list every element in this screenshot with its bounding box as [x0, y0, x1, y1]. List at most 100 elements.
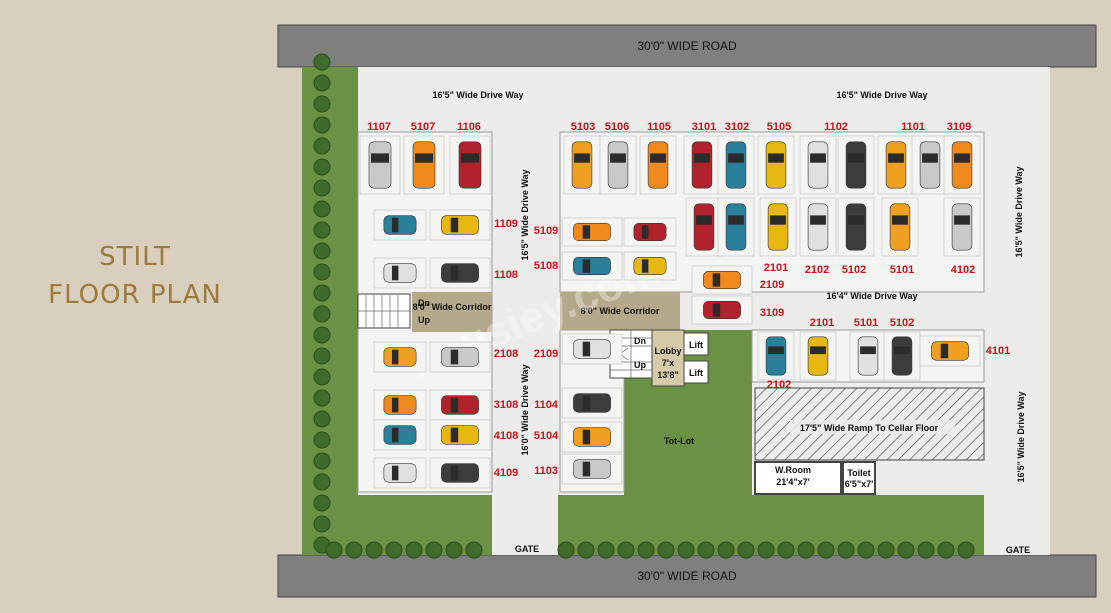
- tree-icon: [657, 541, 675, 559]
- car-windshield-icon: [391, 217, 399, 233]
- tree-icon: [557, 541, 575, 559]
- car-windshield-icon: [696, 215, 712, 225]
- tree-icon: [425, 541, 443, 559]
- car-icon: [441, 347, 479, 367]
- car-icon: [383, 347, 417, 367]
- car-icon: [931, 341, 969, 361]
- car-icon: [383, 463, 417, 483]
- unit-label: 2109: [760, 279, 784, 291]
- unit-label: 4109: [494, 467, 518, 479]
- car-icon: [807, 336, 829, 376]
- unit-label: 5101: [890, 264, 914, 276]
- unit-label: 3101: [692, 121, 716, 133]
- car-windshield-icon: [582, 341, 591, 357]
- car-icon: [573, 427, 611, 447]
- car-windshield-icon: [391, 349, 399, 365]
- car-icon: [919, 141, 941, 189]
- left-stair-up: Up: [418, 315, 430, 325]
- unit-label: 2109: [534, 348, 558, 360]
- tree-icon: [313, 158, 331, 176]
- tree-icon: [757, 541, 775, 559]
- tree-icon: [405, 541, 423, 559]
- car-icon: [885, 141, 907, 189]
- tree-icon: [717, 541, 735, 559]
- unit-label: 5109: [534, 225, 558, 237]
- tree-icon: [877, 541, 895, 559]
- car-icon: [725, 203, 747, 251]
- unit-label: 1105: [647, 121, 671, 133]
- car-windshield-icon: [641, 225, 649, 239]
- car-icon: [573, 257, 611, 275]
- driveway-vertical-center: 16'5" Wide Drive Way: [520, 169, 530, 260]
- car-windshield-icon: [461, 153, 479, 163]
- car-windshield-icon: [712, 303, 721, 317]
- unit-label: 5102: [890, 317, 914, 329]
- tree-icon: [313, 326, 331, 344]
- car-windshield-icon: [768, 346, 784, 355]
- car-windshield-icon: [922, 153, 938, 163]
- tree-icon: [313, 137, 331, 155]
- tree-icon: [637, 541, 655, 559]
- car-icon: [573, 223, 611, 241]
- car-windshield-icon: [810, 346, 826, 355]
- unit-label: 5108: [534, 260, 558, 272]
- top-road-label: 30'0" WIDE ROAD: [637, 39, 737, 53]
- car-windshield-icon: [712, 273, 721, 287]
- tree-icon: [697, 541, 715, 559]
- tree-icon: [313, 263, 331, 281]
- left-corridor-label: 8'0" Wide Corridor: [413, 302, 492, 312]
- car-windshield-icon: [582, 225, 591, 239]
- car-icon: [573, 393, 611, 413]
- unit-label: 1102: [824, 121, 848, 133]
- center-stair-up: Up: [634, 360, 646, 370]
- car-icon: [571, 141, 593, 189]
- unit-label: 3109: [947, 121, 971, 133]
- tree-icon: [737, 541, 755, 559]
- tree-icon: [313, 410, 331, 428]
- car-icon: [383, 263, 417, 283]
- car-icon: [891, 336, 913, 376]
- car-windshield-icon: [371, 153, 389, 163]
- car-icon: [383, 425, 417, 445]
- tree-icon: [313, 74, 331, 92]
- unit-label: 5104: [534, 430, 559, 442]
- tree-icon: [313, 200, 331, 218]
- car-windshield-icon: [728, 215, 744, 225]
- car-windshield-icon: [582, 429, 591, 445]
- car-icon: [693, 203, 715, 251]
- tree-icon: [597, 541, 615, 559]
- unit-label: 1101: [901, 121, 925, 133]
- watchman-room-size: 21'4"x7': [776, 477, 810, 487]
- car-icon: [845, 141, 867, 189]
- tree-icon: [313, 431, 331, 449]
- plan-title: STILT FLOOR PLAN: [0, 238, 270, 314]
- unit-label: 1109: [494, 218, 518, 230]
- toilet: [842, 461, 876, 495]
- car-windshield-icon: [610, 153, 626, 163]
- tree-icon: [677, 541, 695, 559]
- car-icon: [383, 395, 417, 415]
- unit-label: 5106: [605, 121, 629, 133]
- tree-icon: [313, 179, 331, 197]
- tree-icon: [325, 541, 343, 559]
- unit-label: 5102: [842, 264, 866, 276]
- car-icon: [633, 223, 667, 241]
- parking-slot: [429, 419, 491, 451]
- car-windshield-icon: [391, 397, 399, 413]
- unit-label: 2102: [767, 379, 791, 391]
- car-windshield-icon: [582, 259, 591, 273]
- car-icon: [441, 463, 479, 483]
- car-windshield-icon: [810, 153, 826, 163]
- car-icon: [573, 459, 611, 479]
- tree-icon: [345, 541, 363, 559]
- tree-icon: [313, 305, 331, 323]
- tree-icon: [313, 116, 331, 134]
- car-icon: [703, 271, 741, 289]
- car-windshield-icon: [641, 259, 649, 273]
- ramp-label: 17'5" Wide Ramp To Cellar Floor: [800, 423, 939, 433]
- left-corridor: [412, 292, 492, 332]
- car-icon: [647, 141, 669, 189]
- tree-icon: [313, 389, 331, 407]
- center-stair-dn: Dn: [634, 336, 646, 346]
- tree-icon: [313, 95, 331, 113]
